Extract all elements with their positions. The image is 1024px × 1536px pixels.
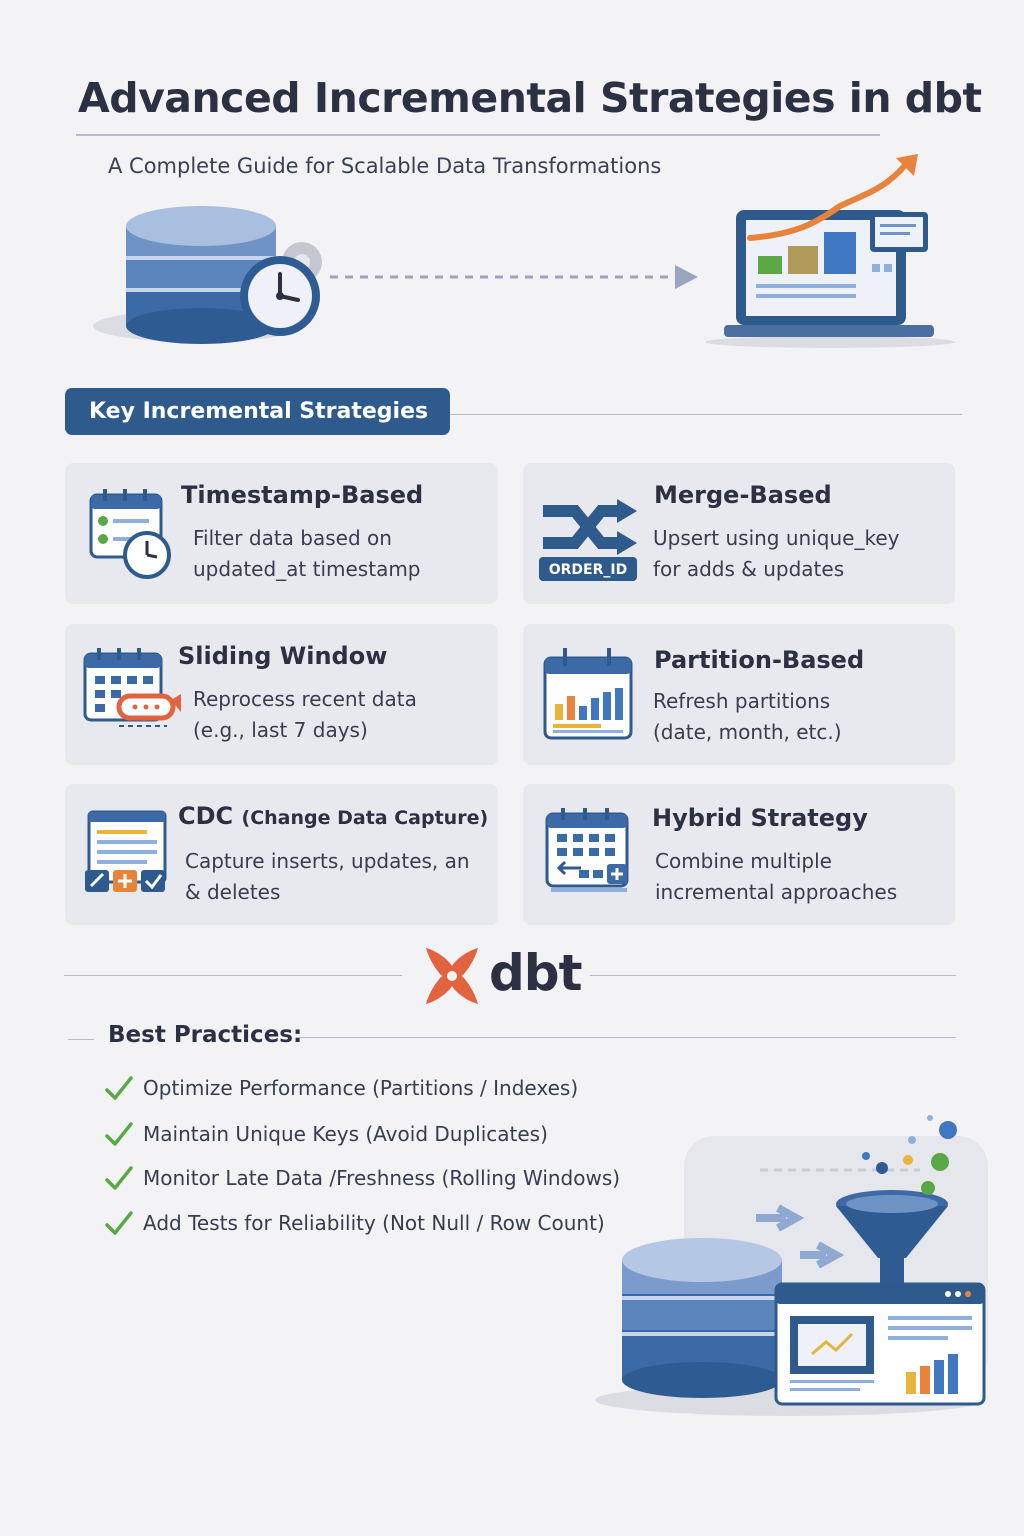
strategy-description: Capture inserts, updates, an & deletes — [185, 849, 470, 904]
dbt-wordmark: dbt — [489, 944, 582, 1002]
calendar-clock-icon — [89, 489, 171, 579]
strategy-description: Reprocess recent data (e.g., last 7 days… — [193, 687, 417, 742]
strategy-card-hybrid: Hybrid Strategy Combine multiple increme… — [523, 784, 955, 925]
title-divider — [76, 134, 880, 136]
page-title: Advanced Incremental Strategies in dbt — [78, 74, 982, 122]
strategy-title: Hybrid Strategy — [652, 804, 868, 832]
strategy-card-cdc: CDC (Change Data Capture) Capture insert… — [65, 784, 498, 925]
strategy-title: Sliding Window — [178, 642, 388, 670]
best-practice-text: Maintain Unique Keys (Avoid Duplicates) — [143, 1122, 548, 1146]
strategy-description: Upsert using unique_key for adds & updat… — [653, 526, 900, 581]
strategy-title-suffix: (Change Data Capture) — [241, 807, 489, 829]
strategy-card-merge: ORDER_ID Merge-Based Upsert using unique… — [523, 463, 955, 604]
check-icon — [105, 1211, 133, 1235]
best-practice-text: Monitor Late Data /Freshness (Rolling Wi… — [143, 1166, 621, 1190]
strategy-title: CDC (Change Data Capture) — [178, 802, 489, 830]
page-subtitle: A Complete Guide for Scalable Data Trans… — [108, 154, 662, 178]
brand-divider-right — [590, 975, 956, 976]
strategy-title: Partition-Based — [654, 646, 865, 674]
strategy-card-timestamp: Timestamp-Based Filter data based on upd… — [65, 463, 498, 604]
best-practice-text: Add Tests for Reliability (Not Null / Ro… — [143, 1211, 605, 1235]
check-icon — [105, 1122, 133, 1146]
dbt-logo-icon — [426, 948, 478, 1004]
strategy-card-partition: Partition-Based Refresh partitions (date… — [523, 624, 955, 765]
calendar-window-icon — [83, 648, 181, 727]
laptop-dashboard-illustration — [705, 154, 955, 348]
pipeline-funnel-illustration — [595, 1115, 988, 1416]
strategy-description: Filter data based on updated_at timestam… — [193, 526, 421, 581]
strategy-description: Combine multiple incremental approaches — [655, 849, 898, 904]
strategy-description: Refresh partitions (date, month, etc.) — [653, 689, 842, 744]
strategy-title: Timestamp-Based — [181, 481, 424, 509]
best-practices-rule-right — [296, 1037, 956, 1038]
best-practices-rule-left — [68, 1039, 94, 1040]
strategy-card-sliding-window: Sliding Window Reprocess recent data (e.… — [65, 624, 498, 765]
merge-arrows-icon: ORDER_ID — [539, 499, 637, 581]
brand-divider-left — [64, 975, 402, 976]
section-divider — [450, 414, 962, 415]
best-practices-title: Best Practices: — [108, 1022, 303, 1048]
calendar-hybrid-icon — [545, 808, 629, 892]
check-icon — [105, 1166, 133, 1190]
order-id-badge: ORDER_ID — [549, 562, 627, 578]
dashed-arrow-icon — [330, 265, 698, 289]
best-practice-text: Optimize Performance (Partitions / Index… — [143, 1076, 579, 1100]
strategy-title: Merge-Based — [654, 481, 832, 509]
section-heading: Key Incremental Strategies — [65, 388, 450, 435]
check-icon — [105, 1076, 133, 1100]
database-clock-illustration — [93, 206, 322, 344]
cdc-window-icon — [85, 810, 167, 892]
calendar-bars-icon — [543, 648, 633, 740]
